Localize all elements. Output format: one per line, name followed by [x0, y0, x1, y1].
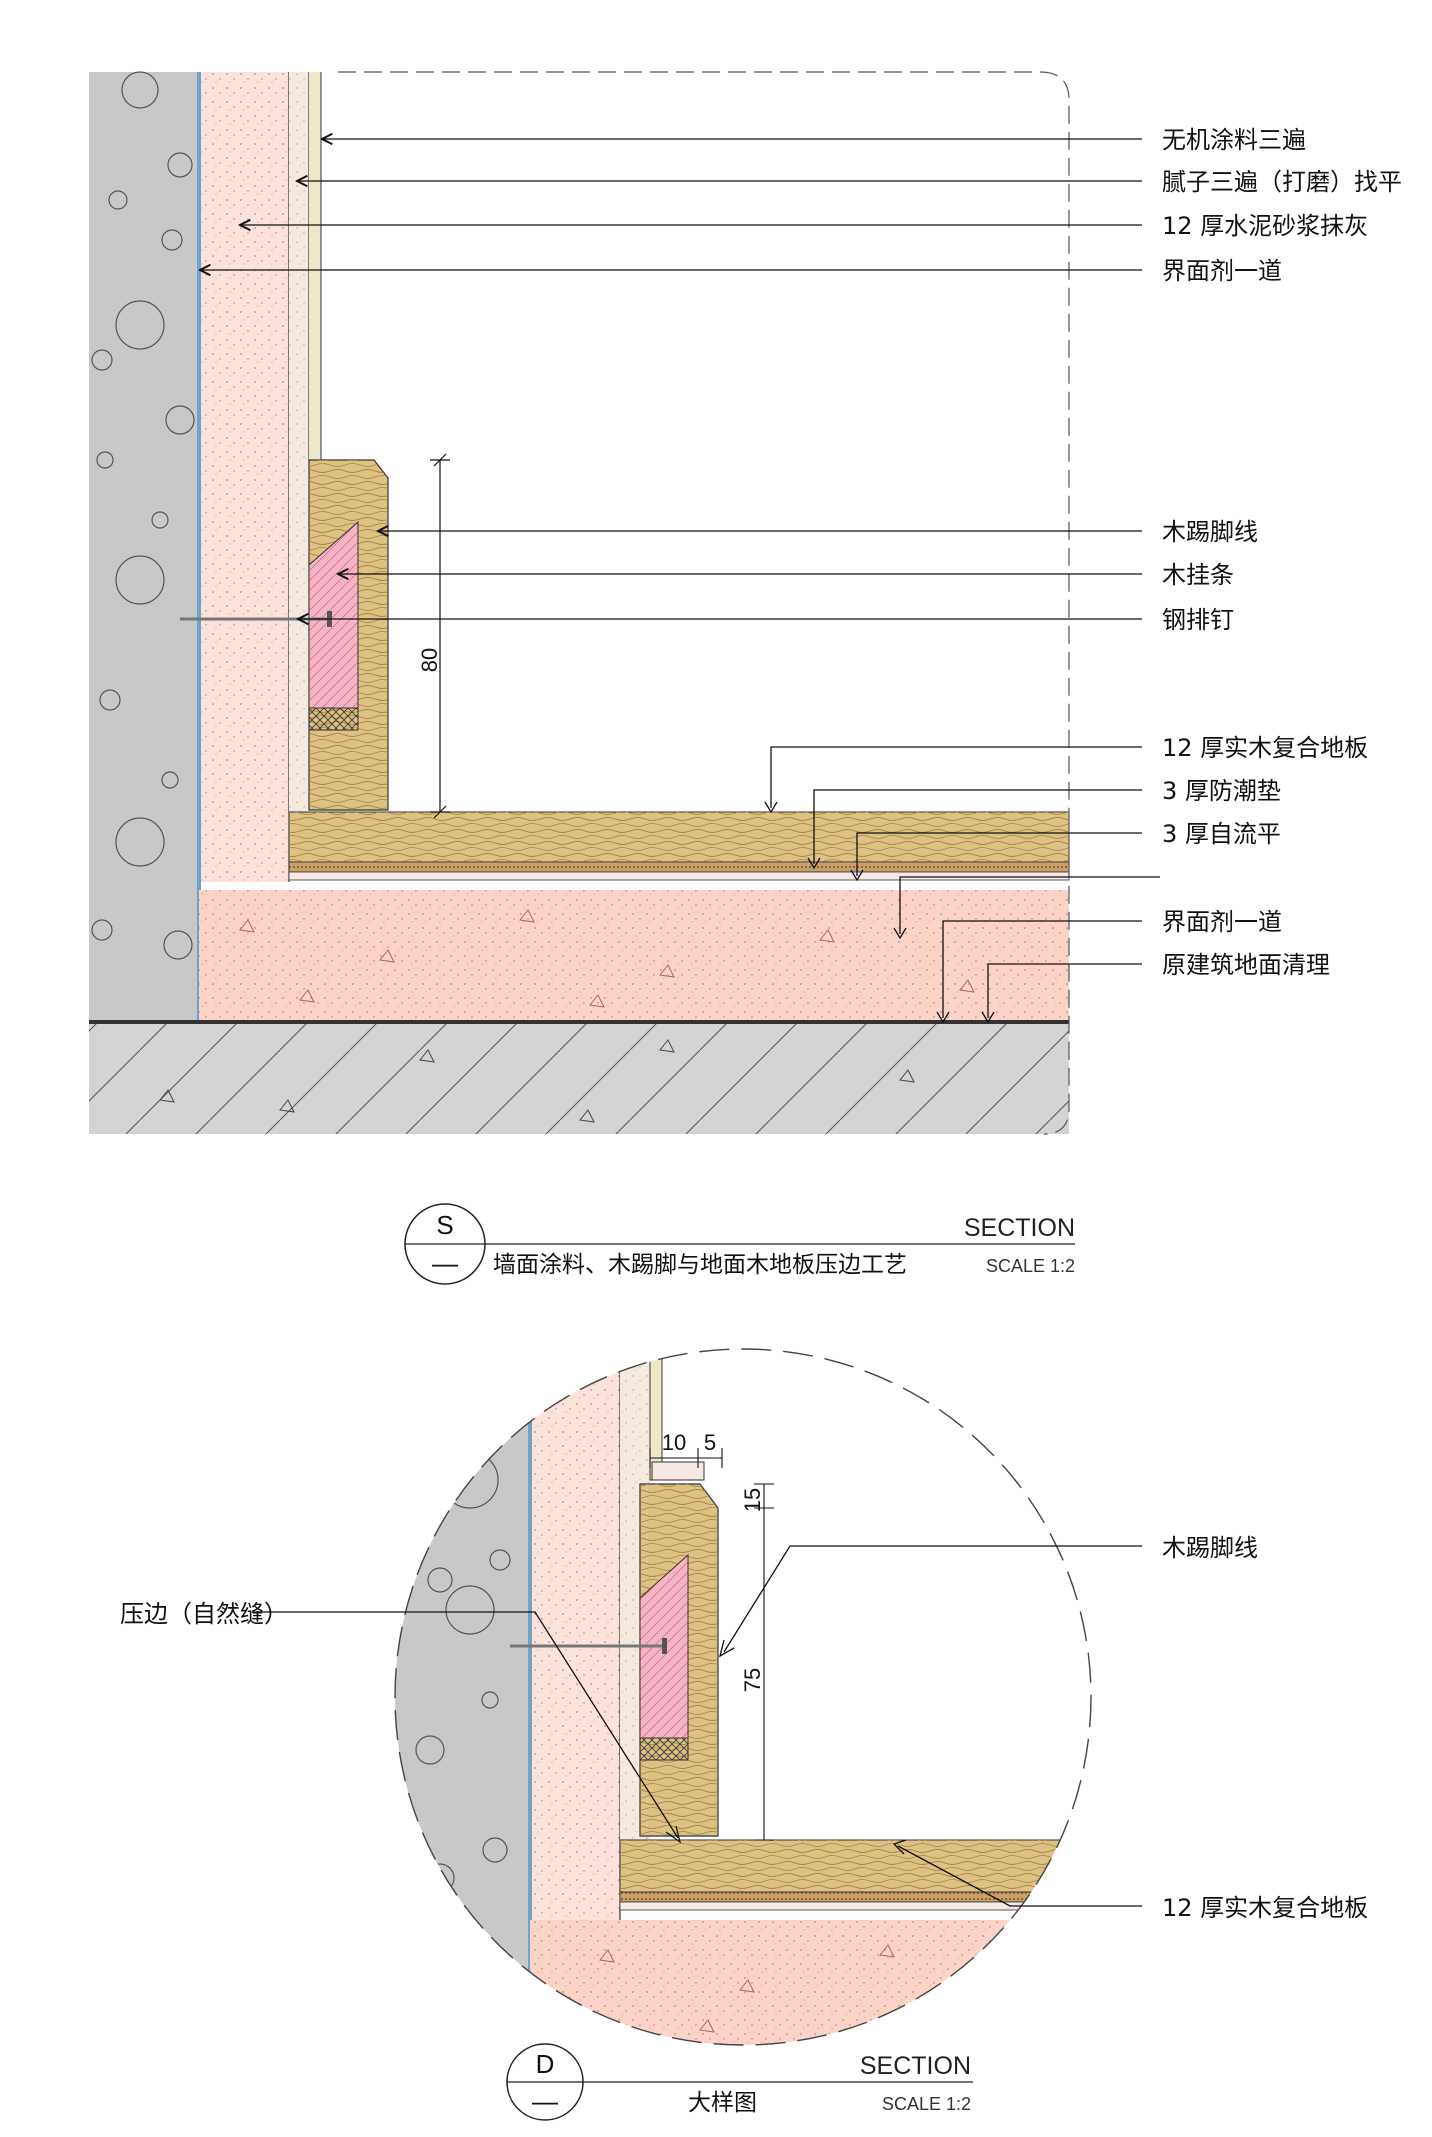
title-s-scale: SCALE 1:2: [986, 1256, 1075, 1276]
title-d-scale: SCALE 1:2: [882, 2094, 971, 2114]
label-putty: 腻子三遍（打磨）找平: [1162, 168, 1402, 196]
label-d-floor-board: 12 厚实木复合地板: [1162, 1894, 1368, 1922]
self-level-layer: [288, 871, 1070, 881]
moisture-pad-layer: [288, 861, 1070, 873]
label-d-skirting: 木踢脚线: [1162, 1534, 1258, 1562]
label-steel-nail: 钢排钉: [1162, 606, 1234, 634]
title-d-name: 大样图: [688, 2090, 757, 2116]
wall-interface-line: [197, 72, 201, 1022]
dim-10-text: 10: [662, 1430, 686, 1455]
label-floor-interface: 界面剂一道: [1162, 908, 1282, 936]
title-s-name: 墙面涂料、木踢脚与地面木地板压边工艺: [493, 1252, 907, 1278]
detail-boundary: [338, 71, 1070, 1135]
label-base-floor: 原建筑地面清理: [1162, 951, 1330, 979]
screed-triangles: [239, 909, 975, 1008]
title-s-symbol: S: [436, 1210, 453, 1240]
label-paint: 无机涂料三遍: [1162, 126, 1306, 154]
detail-d-section: 10 5 15 75 木踢脚线 压边（自然缝） 12 厚实木复合地板 D — S…: [120, 1348, 1368, 2121]
title-s-sub: —: [432, 1248, 458, 1278]
label-d-edge: 压边（自然缝）: [120, 1600, 288, 1628]
label-moisture-pad: 3 厚防潮垫: [1162, 777, 1281, 805]
title-s-section: SECTION: [964, 1214, 1075, 1242]
strip-pad: [308, 707, 359, 731]
title-d-symbol: D: [536, 2049, 555, 2079]
dim-5-text: 5: [704, 1430, 716, 1455]
aggregate-marks: [91, 71, 195, 960]
label-wall-interface: 界面剂一道: [1162, 257, 1282, 285]
label-floor-board: 12 厚实木复合地板: [1162, 734, 1368, 762]
detail-s-section: 80 无机涂料三遍 腻子三遍（打磨）找平 12 厚水泥砂浆抹灰 界面剂一道 木踢…: [89, 71, 1402, 1285]
label-plaster: 12 厚水泥砂浆抹灰: [1162, 212, 1368, 240]
label-skirting: 木踢脚线: [1162, 518, 1258, 546]
concrete-wall: [89, 72, 199, 1022]
title-d-sub: —: [532, 2086, 558, 2116]
label-self-level: 3 厚自流平: [1162, 820, 1281, 848]
dimension-80: [430, 453, 450, 819]
dim-15-text: 15: [740, 1488, 765, 1512]
title-d-section: SECTION: [860, 2052, 971, 2080]
dim-75-text: 75: [740, 1668, 765, 1692]
detail-d-dimensions: [649, 1448, 774, 1841]
detail-d-boundary: [394, 1348, 1092, 2046]
title-block-d: D — SECTION 大样图 SCALE 1:2: [506, 2043, 973, 2121]
detail-d-leaders: [252, 1545, 1142, 1907]
dim-80-text: 80: [417, 648, 442, 672]
label-wood-strip: 木挂条: [1162, 561, 1234, 589]
title-block-s: S — SECTION 墙面涂料、木踢脚与地面木地板压边工艺 SCALE 1:2: [404, 1203, 1075, 1285]
wall-paint: [309, 72, 321, 462]
leader-lines: [200, 139, 1160, 1024]
